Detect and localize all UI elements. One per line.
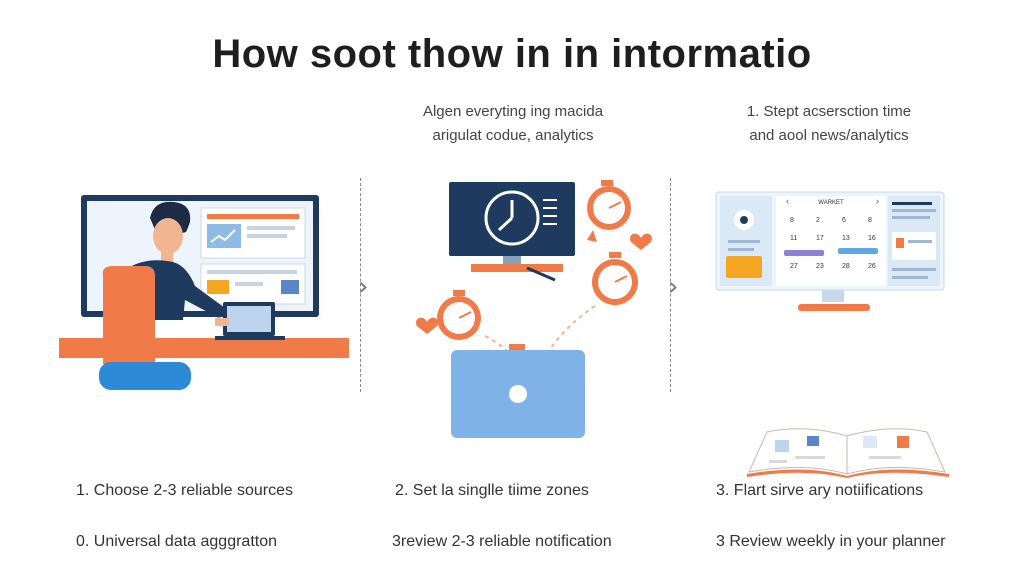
- stopwatch-icon: [437, 290, 481, 340]
- col3-subtitle-line1: 1. Stept acsersction time: [746, 103, 912, 120]
- step-choose-sources: 1. Choose 2-3 reliable sources: [76, 482, 294, 499]
- page-title: How soot thow in in intormatio: [212, 32, 812, 76]
- chevron-right-icon: ›: [358, 272, 369, 302]
- calendar-day: 27: [790, 263, 798, 270]
- col2-subtitle-line2: arigulat codue, analytics: [432, 127, 594, 144]
- calendar-day: 26: [868, 263, 876, 270]
- stopwatch-icon: [587, 180, 631, 242]
- calendar-day: 23: [816, 263, 824, 270]
- calendar-day: 11: [790, 235, 797, 242]
- calendar-day: 28: [842, 263, 850, 270]
- heart-icon: [630, 233, 652, 250]
- calendar-day: 6: [842, 217, 846, 224]
- chevron-right-icon: ›: [668, 272, 679, 302]
- time-zones-illustration: [416, 180, 652, 438]
- next-icon: ›: [876, 196, 879, 206]
- col3-subtitle-line2: and aool news/analytics: [749, 127, 909, 144]
- step-review-notification: 3review 2-3 reliable notification: [392, 533, 612, 550]
- person-at-computer-illustration: [59, 195, 349, 390]
- chair-icon: [102, 266, 155, 364]
- calendar-day: 8: [868, 217, 872, 224]
- calendar-day: 8: [790, 217, 794, 224]
- calendar-day: 2: [816, 217, 820, 224]
- calendar-day: 16: [868, 235, 876, 242]
- open-book-illustration: [747, 428, 949, 478]
- step-universal-aggregation: 0. Universal data agggratton: [76, 533, 278, 550]
- col2-subtitle: Algen everyting ing macida arigulat codu…: [408, 100, 618, 148]
- step-review-weekly: 3 Review weekly in your planner: [716, 533, 946, 550]
- col3-subtitle: 1. Stept acsersction time and aool news/…: [724, 100, 934, 148]
- calendar-header: WARKET: [818, 200, 844, 206]
- calendar-day: 17: [816, 235, 824, 242]
- divider-left: [360, 178, 361, 392]
- prev-icon: ‹: [786, 196, 789, 206]
- calendar-day: 13: [842, 235, 850, 242]
- step-set-time-zones: 2. Set la singlle tiime zones: [395, 482, 589, 499]
- stopwatch-icon: [592, 252, 638, 305]
- divider-right: [670, 178, 671, 392]
- col2-subtitle-line1: Algen everyting ing macida: [422, 103, 604, 120]
- step-notifications: 3. Flart sirve ary notiifications: [716, 482, 924, 499]
- heart-icon: [416, 317, 438, 334]
